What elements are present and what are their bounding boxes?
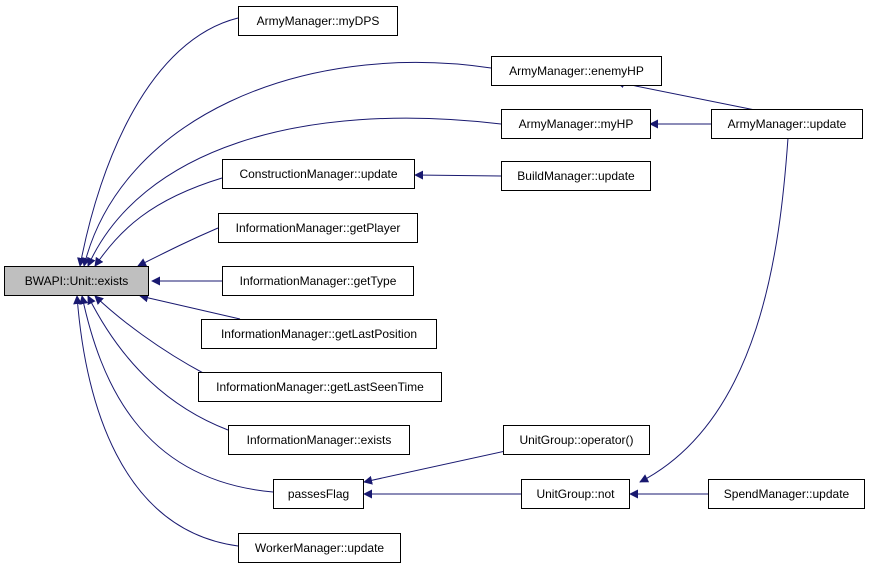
node-worker-manager-update[interactable]: WorkerManager::update — [238, 533, 401, 563]
node-information-manager-getplayer[interactable]: InformationManager::getPlayer — [218, 213, 418, 243]
node-army-manager-enemyhp[interactable]: ArmyManager::enemyHP — [491, 56, 662, 86]
edge-getlastposition-exists — [139, 293, 241, 320]
edge-myhp-exists — [87, 117, 502, 267]
edge-getlastseentime-exists — [94, 295, 206, 375]
edge-getplayer-exists — [137, 227, 219, 267]
edge-construction-exists — [94, 177, 223, 267]
node-information-manager-exists[interactable]: InformationManager::exists — [228, 425, 410, 455]
node-army-manager-update[interactable]: ArmyManager::update — [711, 109, 863, 139]
node-spend-manager-update[interactable]: SpendManager::update — [708, 479, 865, 509]
node-unitgroup-operator[interactable]: UnitGroup::operator() — [503, 425, 650, 455]
edge-passesflag-exists — [79, 295, 274, 493]
node-army-manager-myhp[interactable]: ArmyManager::myHP — [501, 109, 651, 139]
node-information-manager-getlastposition[interactable]: InformationManager::getLastPosition — [201, 319, 437, 349]
node-army-manager-mydps[interactable]: ArmyManager::myDPS — [238, 6, 398, 36]
node-construction-manager-update[interactable]: ConstructionManager::update — [222, 159, 415, 189]
node-unitgroup-not[interactable]: UnitGroup::not — [521, 479, 630, 509]
node-build-manager-update[interactable]: BuildManager::update — [501, 161, 651, 191]
edge-mydps-exists — [77, 17, 239, 267]
node-passesflag[interactable]: passesFlag — [273, 479, 364, 509]
edge-worker-exists — [73, 295, 239, 547]
edge-armyupdate-enemyhp — [615, 79, 761, 112]
edge-build-construction — [414, 170, 502, 180]
edge-operator-passesflag — [363, 449, 511, 485]
edge-infoexists-exists — [87, 295, 229, 431]
edge-not-armyupdate — [639, 137, 789, 483]
node-information-manager-getlastseentime[interactable]: InformationManager::getLastSeenTime — [198, 372, 442, 402]
edge-enemyhp-exists — [81, 61, 492, 267]
node-bwapi-unit-exists[interactable]: BWAPI::Unit::exists — [4, 266, 149, 296]
node-information-manager-gettype[interactable]: InformationManager::getType — [222, 266, 414, 296]
